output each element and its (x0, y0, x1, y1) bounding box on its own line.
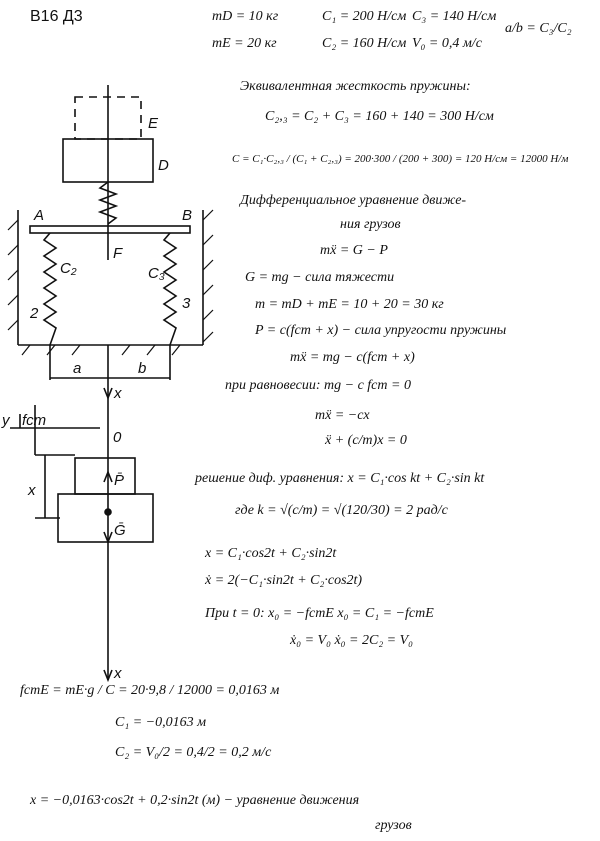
stiffness-c1: C₁ = 200 Н/см (322, 9, 407, 24)
label-d: D (158, 157, 169, 174)
solution-line: ния грузов (340, 217, 401, 232)
solution-line: ẋ = 2(−C₁·sin2t + C₂·cos2t) (205, 573, 363, 588)
x-arrow-bottom (103, 669, 113, 683)
body-d-lower (57, 493, 154, 543)
force-p-arrow (103, 469, 113, 483)
ratio-ab: a/b = C₃/C₂ (505, 21, 572, 36)
solution-line: где k = √(c/m) = √(120/30) = 2 рад/с (235, 503, 448, 518)
label-a-dim: a (73, 360, 81, 377)
label-f: F (113, 245, 123, 262)
solution-line: G = mg − сила тяжести (245, 270, 395, 285)
label-spring-3: 3 (182, 295, 191, 312)
mass-e: mE = 20 кг (212, 36, 277, 51)
spring-1 (97, 181, 119, 225)
force-g-arrow (103, 531, 113, 545)
wall-hatching (7, 209, 214, 356)
label-x-bottom: x (113, 665, 122, 682)
solution-line: mẍ = G − P (320, 243, 388, 258)
solution-line: C₂,₃ = C₂ + C₃ = 160 + 140 = 300 Н/см (265, 109, 494, 124)
solution-line: при равновесии: mg − c fст = 0 (225, 378, 411, 393)
spring-3 (162, 232, 178, 346)
label-force-g: Ḡ (114, 522, 126, 539)
solution-line: Эквивалентная жесткость пружины: (240, 79, 471, 94)
solution-line: ẋ₀ = V₀ ẋ₀ = 2C₂ = V₀ (290, 633, 414, 648)
plate-ab (29, 225, 191, 234)
label-a: A (33, 207, 44, 224)
solution-line: грузов (375, 818, 412, 833)
label-e: E (148, 115, 159, 132)
stiffness-c3: C₃ = 140 Н/см (412, 9, 497, 24)
solution-line: ẍ + (c/m)x = 0 (325, 433, 407, 448)
solution-line: mẍ = mg − c(fст + x) (290, 350, 415, 365)
label-y: y (1, 412, 11, 429)
label-fst: fст (22, 412, 46, 429)
solution-line: решение диф. уравнения: x = C₁·cos kt + … (195, 471, 485, 486)
label-c2: C₂ (60, 260, 77, 277)
initial-velocity: V₀ = 0,4 м/с (412, 36, 482, 51)
solution-line: x = −0,0163·cos2t + 0,2·sin2t (м) − урав… (30, 793, 360, 808)
label-c3: C₃ (148, 265, 165, 282)
solution-line: x = C₁·cos2t + C₂·sin2t (205, 546, 337, 561)
mechanism-diagram: E D A B F C₂ 2 C₃ 3 a b x y fст 0 x P̄ Ḡ… (1, 85, 214, 683)
spring-2 (42, 232, 58, 346)
solution-line: C₂ = V₀/2 = 0,4/2 = 0,2 м/с (115, 745, 272, 760)
label-spring-2: 2 (29, 305, 39, 322)
solution-line: fстE = mE·g / C = 20·9,8 / 12000 = 0,016… (20, 683, 280, 698)
solution-line: C₁ = −0,0163 м (115, 715, 207, 730)
stiffness-c2: C₂ = 160 Н/см (322, 36, 407, 51)
label-b-dim: b (138, 360, 146, 377)
solution-line: Дифференциальное уравнение движе- (240, 193, 467, 208)
solution-line: m = mD + mE = 10 + 20 = 30 кг (255, 297, 444, 312)
mass-d: mD = 10 кг (212, 9, 279, 24)
label-x-side: x (27, 482, 36, 499)
solution-line: mẍ = −cx (315, 408, 370, 423)
label-b: B (182, 207, 192, 224)
x-arrow-top (103, 387, 113, 401)
variant-label: В16 Д3 (30, 8, 83, 25)
label-x-top: x (113, 385, 122, 402)
body-e (74, 457, 136, 495)
label-force-p: P̄ (114, 472, 124, 489)
solution-line: C = C₁·C₂,₃ / (C₁ + C₂,₃) = 200·300 / (2… (232, 153, 569, 165)
solution-line: P = c(fст + x) − сила упругости пружины (255, 323, 507, 338)
solution-line: При t = 0: x₀ = −fстE x₀ = C₁ = −fстE (205, 606, 434, 621)
label-origin: 0 (113, 429, 122, 446)
